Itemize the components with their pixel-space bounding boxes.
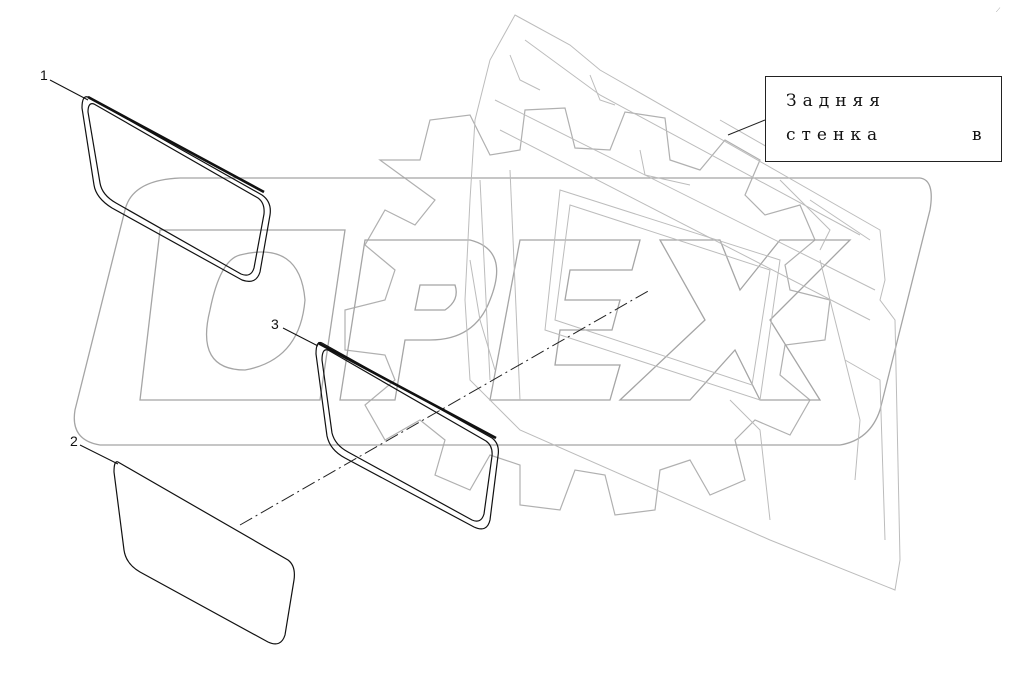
callout-2-leader: [79, 444, 119, 465]
watermark-gear-icon: [344, 107, 831, 516]
watermark-logo: [73, 177, 932, 446]
callout-3-label: 3: [271, 316, 279, 332]
part-3-seal: [315, 341, 499, 530]
label-line-1: Задняя: [786, 91, 886, 111]
rear-wall-panel: [464, 14, 901, 591]
callout-1-label: 1: [40, 67, 48, 83]
label-line-2: стенка: [786, 125, 884, 145]
callout-3-leader: [282, 327, 319, 347]
assembly-centerline: [239, 289, 651, 526]
rear-wall-label-box: Задняя стенка в: [765, 76, 1002, 162]
callout-1-leader: [49, 79, 89, 101]
corner-mark: ⟋: [996, 7, 1001, 14]
part-2-glass: [113, 461, 295, 645]
callout-2-label: 2: [70, 433, 78, 449]
label-leader-line: [727, 119, 766, 136]
part-1-seal: [81, 95, 271, 282]
label-line-2-tail: в: [972, 125, 982, 145]
